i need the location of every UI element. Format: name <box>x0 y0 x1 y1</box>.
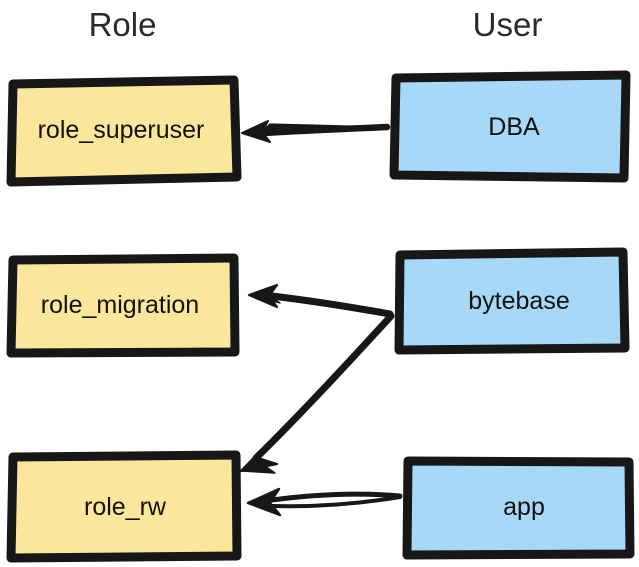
node-shape-rect <box>394 247 630 355</box>
node-shape-rect <box>6 253 240 358</box>
node-shape-rect <box>402 456 635 560</box>
column-header-role: Role <box>88 6 157 43</box>
node-dba[interactable]: DBA <box>388 70 632 184</box>
node-label-dba: DBA <box>488 113 540 141</box>
node-label-role-migration: role_migration <box>40 291 200 319</box>
node-app[interactable]: app <box>401 456 635 560</box>
node-label-role-superuser: role_superuser <box>37 115 205 144</box>
edge-bytebase-to-role-rw <box>239 312 395 474</box>
node-label-app: app <box>503 493 545 521</box>
node-bytebase[interactable]: bytebase <box>393 247 630 355</box>
node-role-superuser[interactable]: role_superuser <box>6 75 242 187</box>
node-shape-rect <box>6 75 242 187</box>
node-label-bytebase: bytebase <box>468 287 570 315</box>
node-role-rw[interactable]: role_rw <box>6 450 242 563</box>
column-header-user: User <box>472 6 543 43</box>
node-shape-rect <box>389 70 631 183</box>
node-shape-rect <box>6 450 242 563</box>
edge-dba-to-role-superuser <box>241 120 391 143</box>
node-label-role-rw: role_rw <box>84 492 166 521</box>
edge-bytebase-to-role-migration <box>247 283 394 318</box>
edge-app-to-role-rw <box>246 487 403 517</box>
node-role-migration[interactable]: role_migration <box>4 253 240 358</box>
